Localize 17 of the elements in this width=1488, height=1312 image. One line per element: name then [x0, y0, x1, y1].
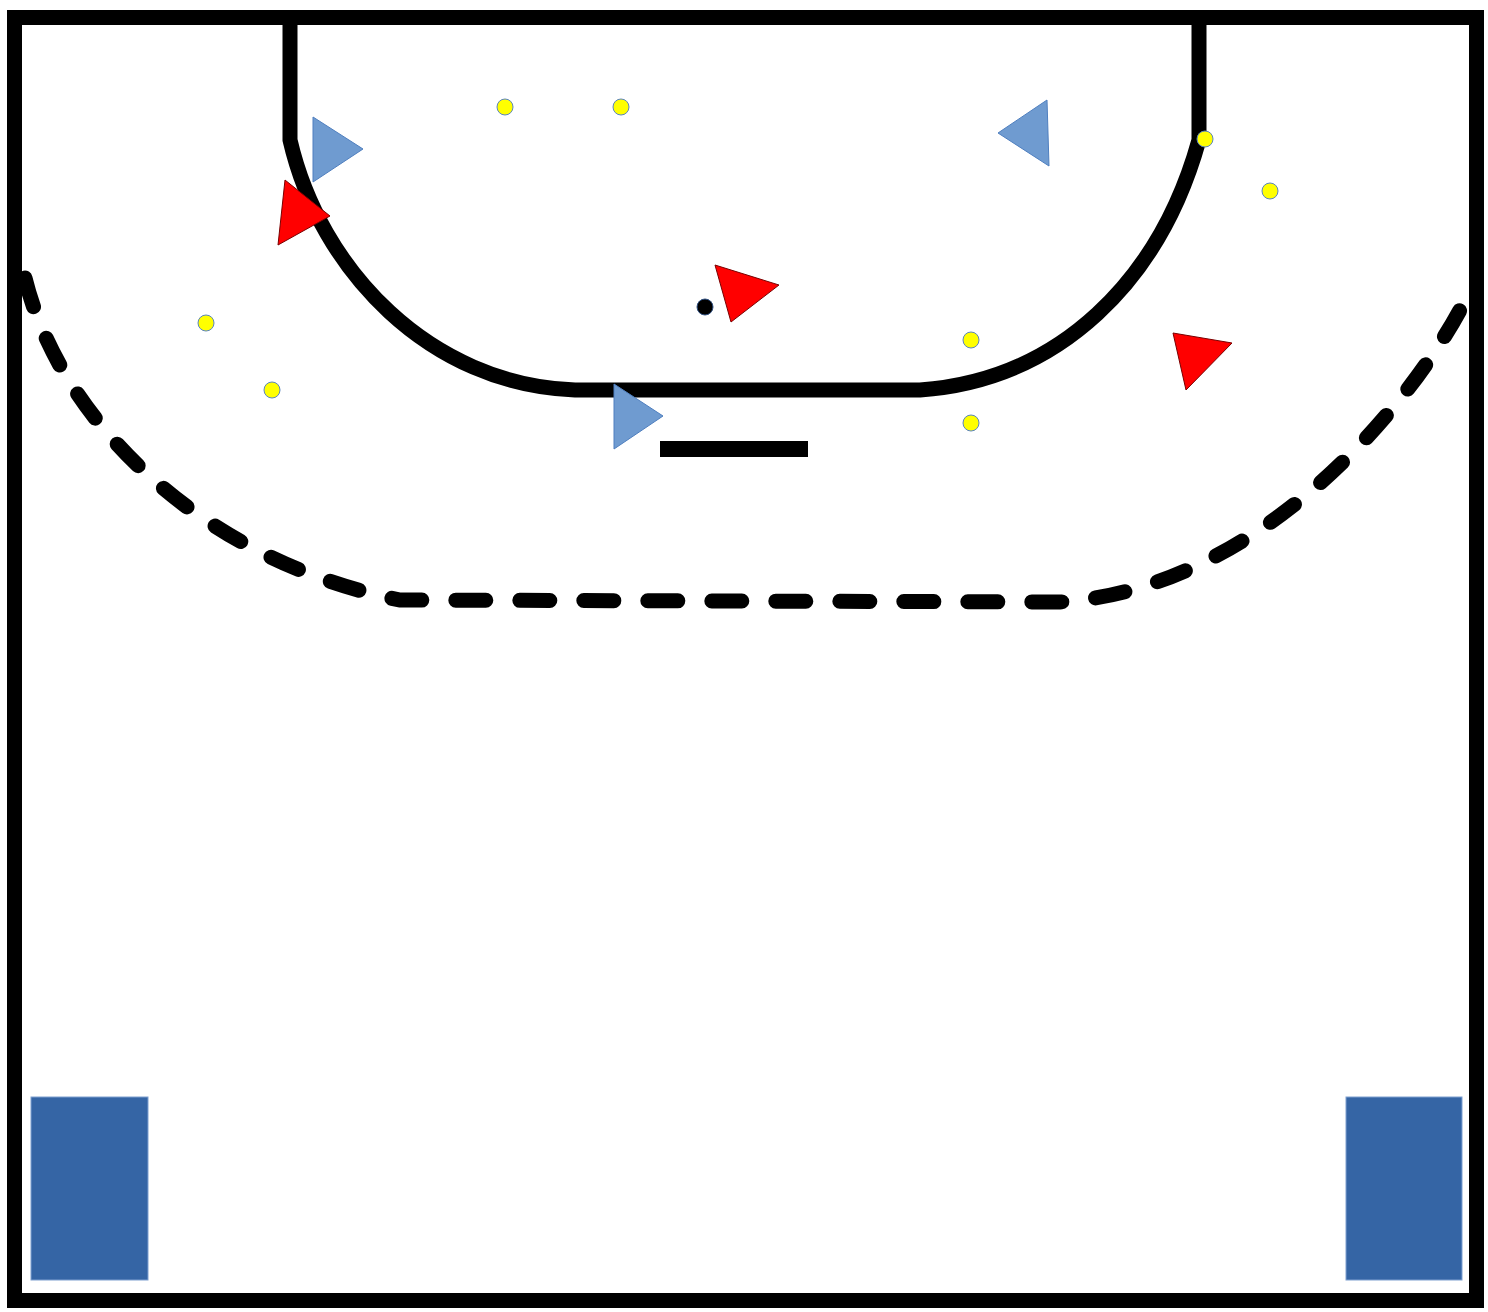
triangle-marker-icon: [277, 179, 331, 246]
ball-icon: [696, 298, 714, 316]
dot-marker-icon: [197, 314, 215, 332]
triangle-marker-icon: [714, 264, 780, 323]
block-marker-icon: [30, 1096, 149, 1281]
dot-marker-icon: [496, 98, 514, 116]
dot-marker-icon: [962, 331, 980, 349]
dot-marker-icon: [263, 381, 281, 399]
triangle-marker-icon: [613, 383, 664, 450]
dot-marker-icon: [1196, 130, 1214, 148]
dot-marker-icon: [962, 414, 980, 432]
dot-marker-icon: [1261, 182, 1279, 200]
triangle-marker-icon: [312, 116, 364, 183]
triangle-marker-icon: [1172, 332, 1233, 391]
triangle-marker-icon: [997, 99, 1050, 167]
dot-marker-icon: [612, 98, 630, 116]
block-marker-icon: [1345, 1096, 1463, 1281]
